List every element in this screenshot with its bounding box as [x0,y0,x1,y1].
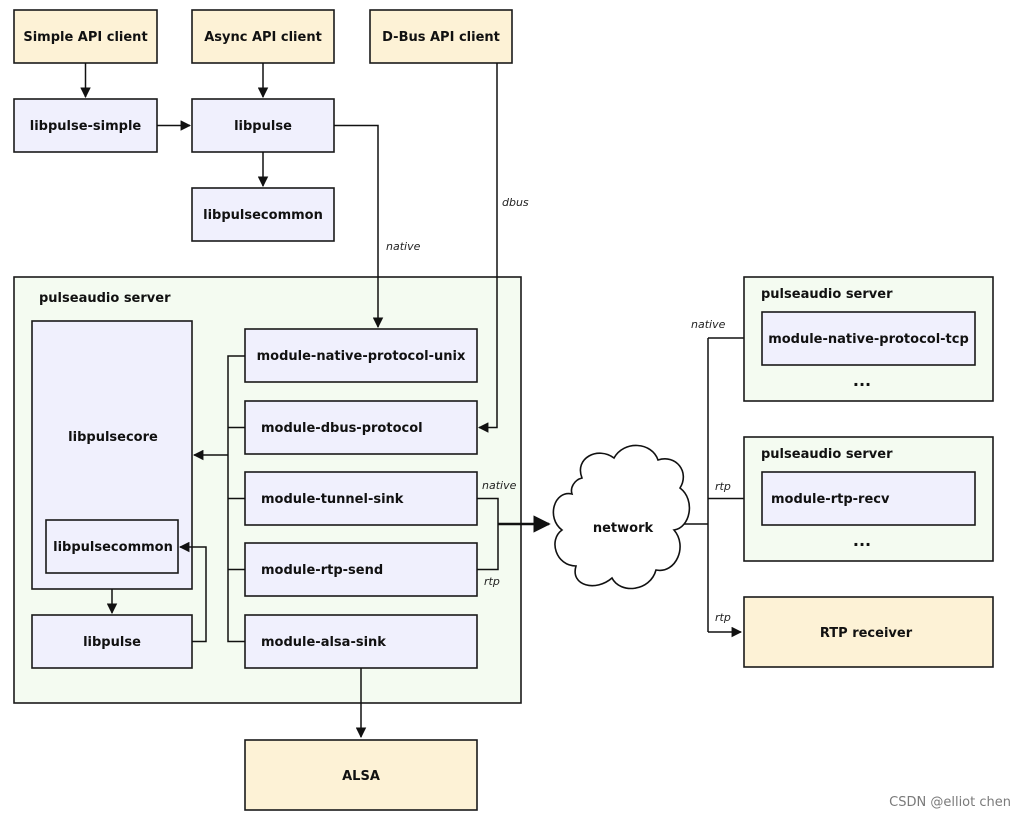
module-rtp-recv-box [761,471,976,526]
module-native-protocol-tcp-box [761,311,976,366]
network-label: network [593,521,654,536]
remote-server-2-title: pulseaudio server [761,447,893,462]
tunnel-rtp-join-line [477,497,499,571]
module-rtp-recv-label: module-rtp-recv [771,492,890,507]
libpulsecommon-label: libpulsecommon [203,208,323,223]
network-cloud-icon [552,444,691,590]
dbus-api-client-box [369,9,513,64]
rtp-receiver-box [743,596,994,668]
libpulse-simple-label: libpulse-simple [30,119,142,134]
module-rtp-send-label: module-rtp-send [261,563,383,578]
simple-api-client-box [13,9,158,64]
pulseaudio-server-title: pulseaudio server [39,291,171,306]
rtp-remote1-edge-label: rtp [715,480,731,493]
module-native-protocol-tcp-label: module-native-protocol-tcp [768,332,969,347]
module-tunnel-sink-label: module-tunnel-sink [261,492,404,507]
alsa-box [244,739,478,811]
module-dbus-protocol-label: module-dbus-protocol [261,421,423,436]
libpulse-to-libpulsecommon-arrow [178,541,207,643]
dbus-api-client-label: D-Bus API client [382,30,500,45]
libpulse-label: libpulse [234,119,292,134]
module-alsa-sink-box [244,614,478,669]
rtp-receiver-label: RTP receiver [820,626,913,641]
module-rtp-send-box [244,542,478,597]
rtp-remote2-edge-label: rtp [715,611,731,624]
server-libpulse-box [31,614,193,669]
server-libpulse-label: libpulse [83,635,141,650]
rtp-send-edge-label: rtp [484,575,500,588]
module-native-protocol-unix-label: module-native-protocol-unix [257,349,466,364]
module-alsa-sink-label: module-alsa-sink [261,635,386,650]
server-libpulsecommon-box [45,519,179,574]
native-connection-arrow [334,124,384,329]
alsa-label: ALSA [342,769,380,784]
libpulsecore-label: libpulsecore [68,430,158,445]
server-libpulsecommon-label: libpulsecommon [53,540,173,555]
dbus-connection-arrow [477,63,498,433]
async-api-client-box [191,9,335,64]
remote-server-2-ellipsis: ... [853,531,871,550]
remote-server-1-ellipsis: ... [853,371,871,390]
dbus-edge-label: dbus [502,196,529,209]
native-remote-edge-label: native [691,318,726,331]
module-tunnel-sink-box [244,471,478,526]
async-api-client-label: Async API client [204,30,322,45]
native-tunnel-edge-label: native [482,479,517,492]
module-dbus-protocol-box [244,400,478,455]
native-edge-label: native [386,240,421,253]
watermark: CSDN @elliot chen [889,795,1011,810]
simple-api-client-label: Simple API client [23,30,147,45]
libpulsecommon-box [191,187,335,242]
remote-server-1-title: pulseaudio server [761,287,893,302]
